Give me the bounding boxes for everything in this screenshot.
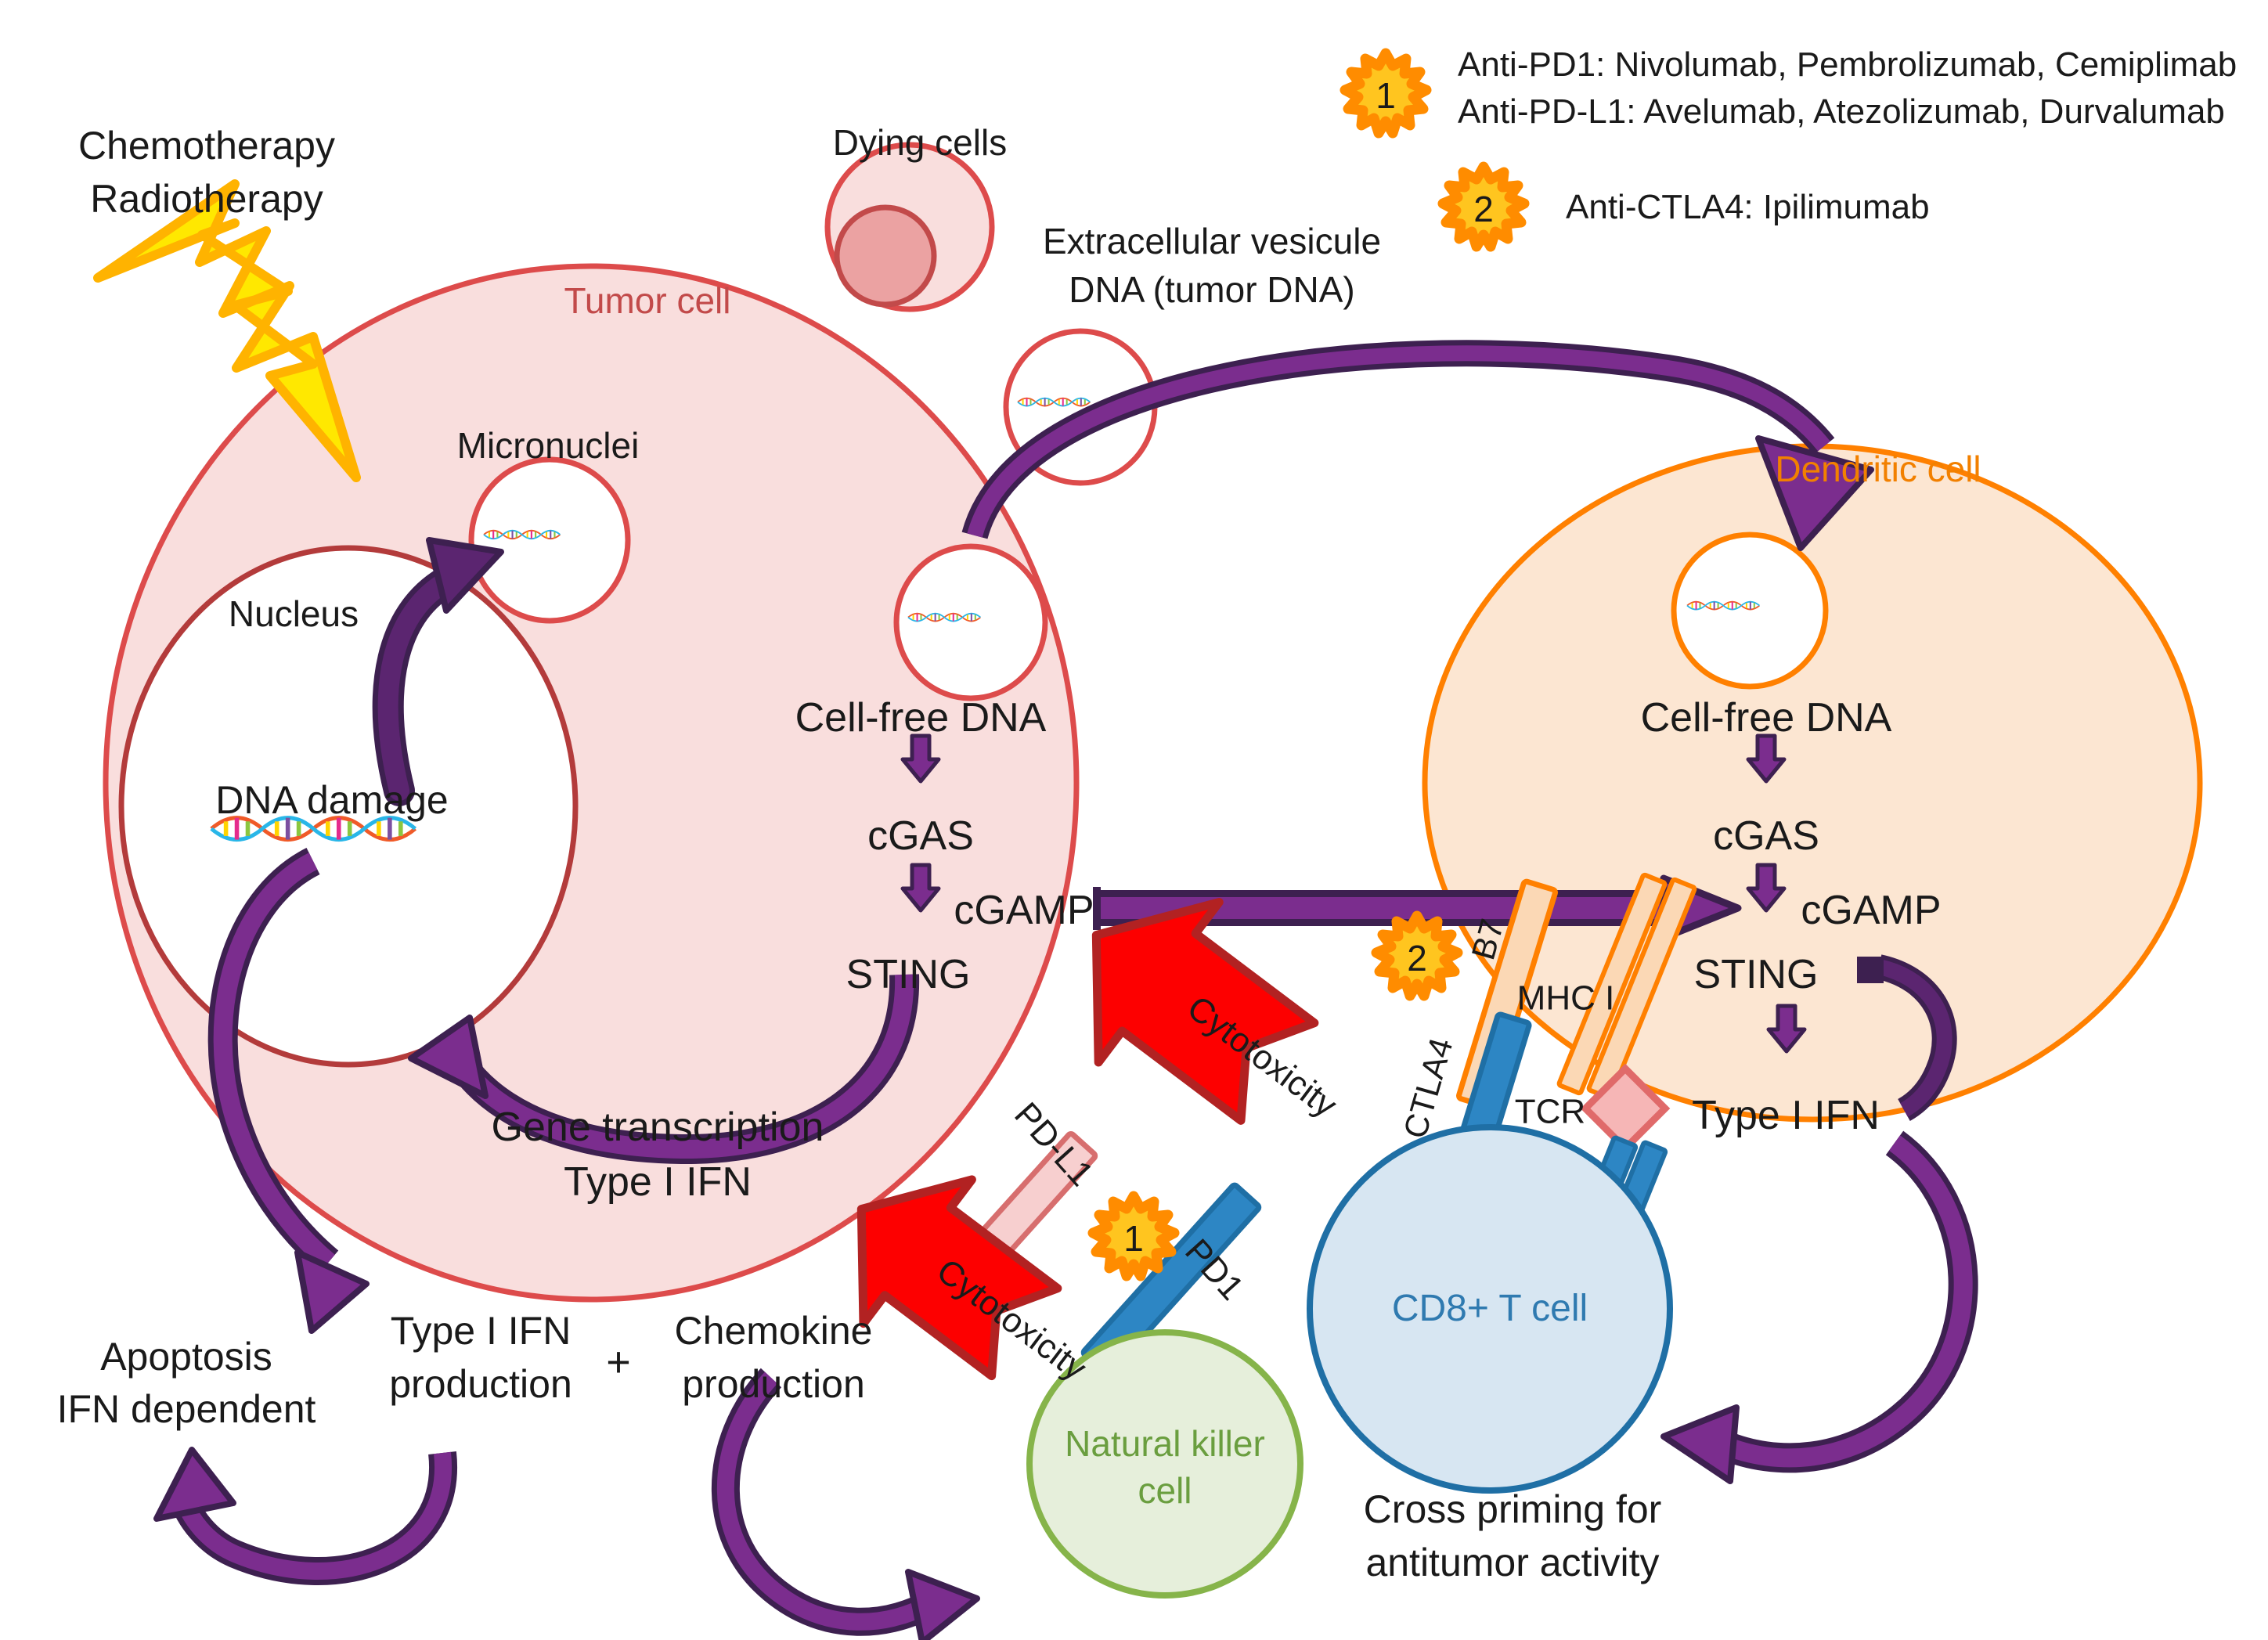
tumor-cgas-label: cGAS <box>867 813 974 859</box>
legend-item-2-line1: Anti-CTLA4: Ipilimumab <box>1566 188 1930 226</box>
lightning-bolt-icon <box>93 179 361 482</box>
legend-badge-2-number: 2 <box>1473 189 1494 229</box>
dying-cells-label: Dying cells <box>832 122 1008 164</box>
legend-item-1-line1: Anti-PD1: Nivolumab, Pembrolizumab, Cemi… <box>1458 45 2237 84</box>
dendritic-cell-body <box>1422 443 2203 1123</box>
tumor-cgamp-label: cGAMP <box>954 887 1094 933</box>
cross-priming-line1: Cross priming for <box>1363 1487 1662 1531</box>
plus-sign: + <box>606 1338 631 1386</box>
type1-ifn-production-line1: Type I IFN <box>390 1309 572 1353</box>
dying-cell-inner <box>834 204 937 308</box>
legend-item-1-line2: Anti-PD-L1: Avelumab, Atezolizumab, Durv… <box>1458 92 2225 131</box>
cytotoxicity-arrow-lower <box>856 1175 1062 1381</box>
dc-type1-ifn-label: Type I IFN <box>1692 1092 1880 1138</box>
apoptosis-label-line2: IFN dependent <box>56 1387 316 1431</box>
tumor-sting-label: STING <box>846 951 971 997</box>
natural-killer-label-line1: Natural killer <box>1065 1423 1265 1465</box>
antigen-peptide <box>1580 1063 1671 1154</box>
mhc1-label: MHC I <box>1516 979 1615 1018</box>
dc-cgas-label: cGAS <box>1713 813 1819 859</box>
micronuclei-label: Micronuclei <box>456 425 640 467</box>
tumor-cell-label: Tumor cell <box>564 280 731 322</box>
apoptosis-label-line1: Apoptosis <box>100 1335 272 1379</box>
type1-ifn-production-line2: production <box>389 1362 572 1406</box>
chemokine-production-line2: production <box>682 1362 865 1406</box>
inline-badge-2-number: 2 <box>1407 938 1427 979</box>
natural-killer-label-line2: cell <box>1138 1470 1192 1512</box>
gene-transcription-line2: Type I IFN <box>564 1159 752 1205</box>
nucleus-label: Nucleus <box>228 593 359 635</box>
tumor-cellfree-dna-vesicle <box>893 543 1048 701</box>
cytotoxicity-arrow-upper <box>1091 898 1319 1125</box>
tumor-cellfree-dna-label: Cell-free DNA <box>795 694 1047 741</box>
extracellular-vesicle-label-line1: Extracellular vesicule <box>1042 221 1382 262</box>
inline-badge-1-number: 1 <box>1123 1218 1144 1259</box>
dc-cgamp-label: cGAMP <box>1801 887 1942 933</box>
dc-sting-label: STING <box>1693 951 1819 997</box>
stimulus-label-line2: Radiotherapy <box>90 177 323 221</box>
cd8-t-cell-label: CD8+ T cell <box>1391 1288 1588 1330</box>
micronuclei-body <box>468 456 631 624</box>
dendritic-cellfree-dna-vesicle <box>1671 532 1829 690</box>
dc-cellfree-dna-label: Cell-free DNA <box>1640 694 1892 741</box>
dendritic-cell-label: Dendritic cell <box>1775 449 1981 490</box>
dna-damage-label: DNA damage <box>215 778 449 822</box>
chemokine-production-line1: Chemokine <box>674 1309 873 1353</box>
stimulus-label-line1: Chemotherapy <box>78 124 335 168</box>
extracellular-vesicle-label-line2: DNA (tumor DNA) <box>1069 269 1355 311</box>
legend-badge-1-number: 1 <box>1376 75 1396 116</box>
tcr-label: TCR <box>1514 1092 1586 1131</box>
cross-priming-line2: antitumor activity <box>1365 1541 1660 1584</box>
natural-killer-cell-body <box>1026 1329 1303 1599</box>
cd8-t-cell-body <box>1307 1124 1673 1494</box>
gene-transcription-line1: Gene transcription <box>491 1104 824 1150</box>
